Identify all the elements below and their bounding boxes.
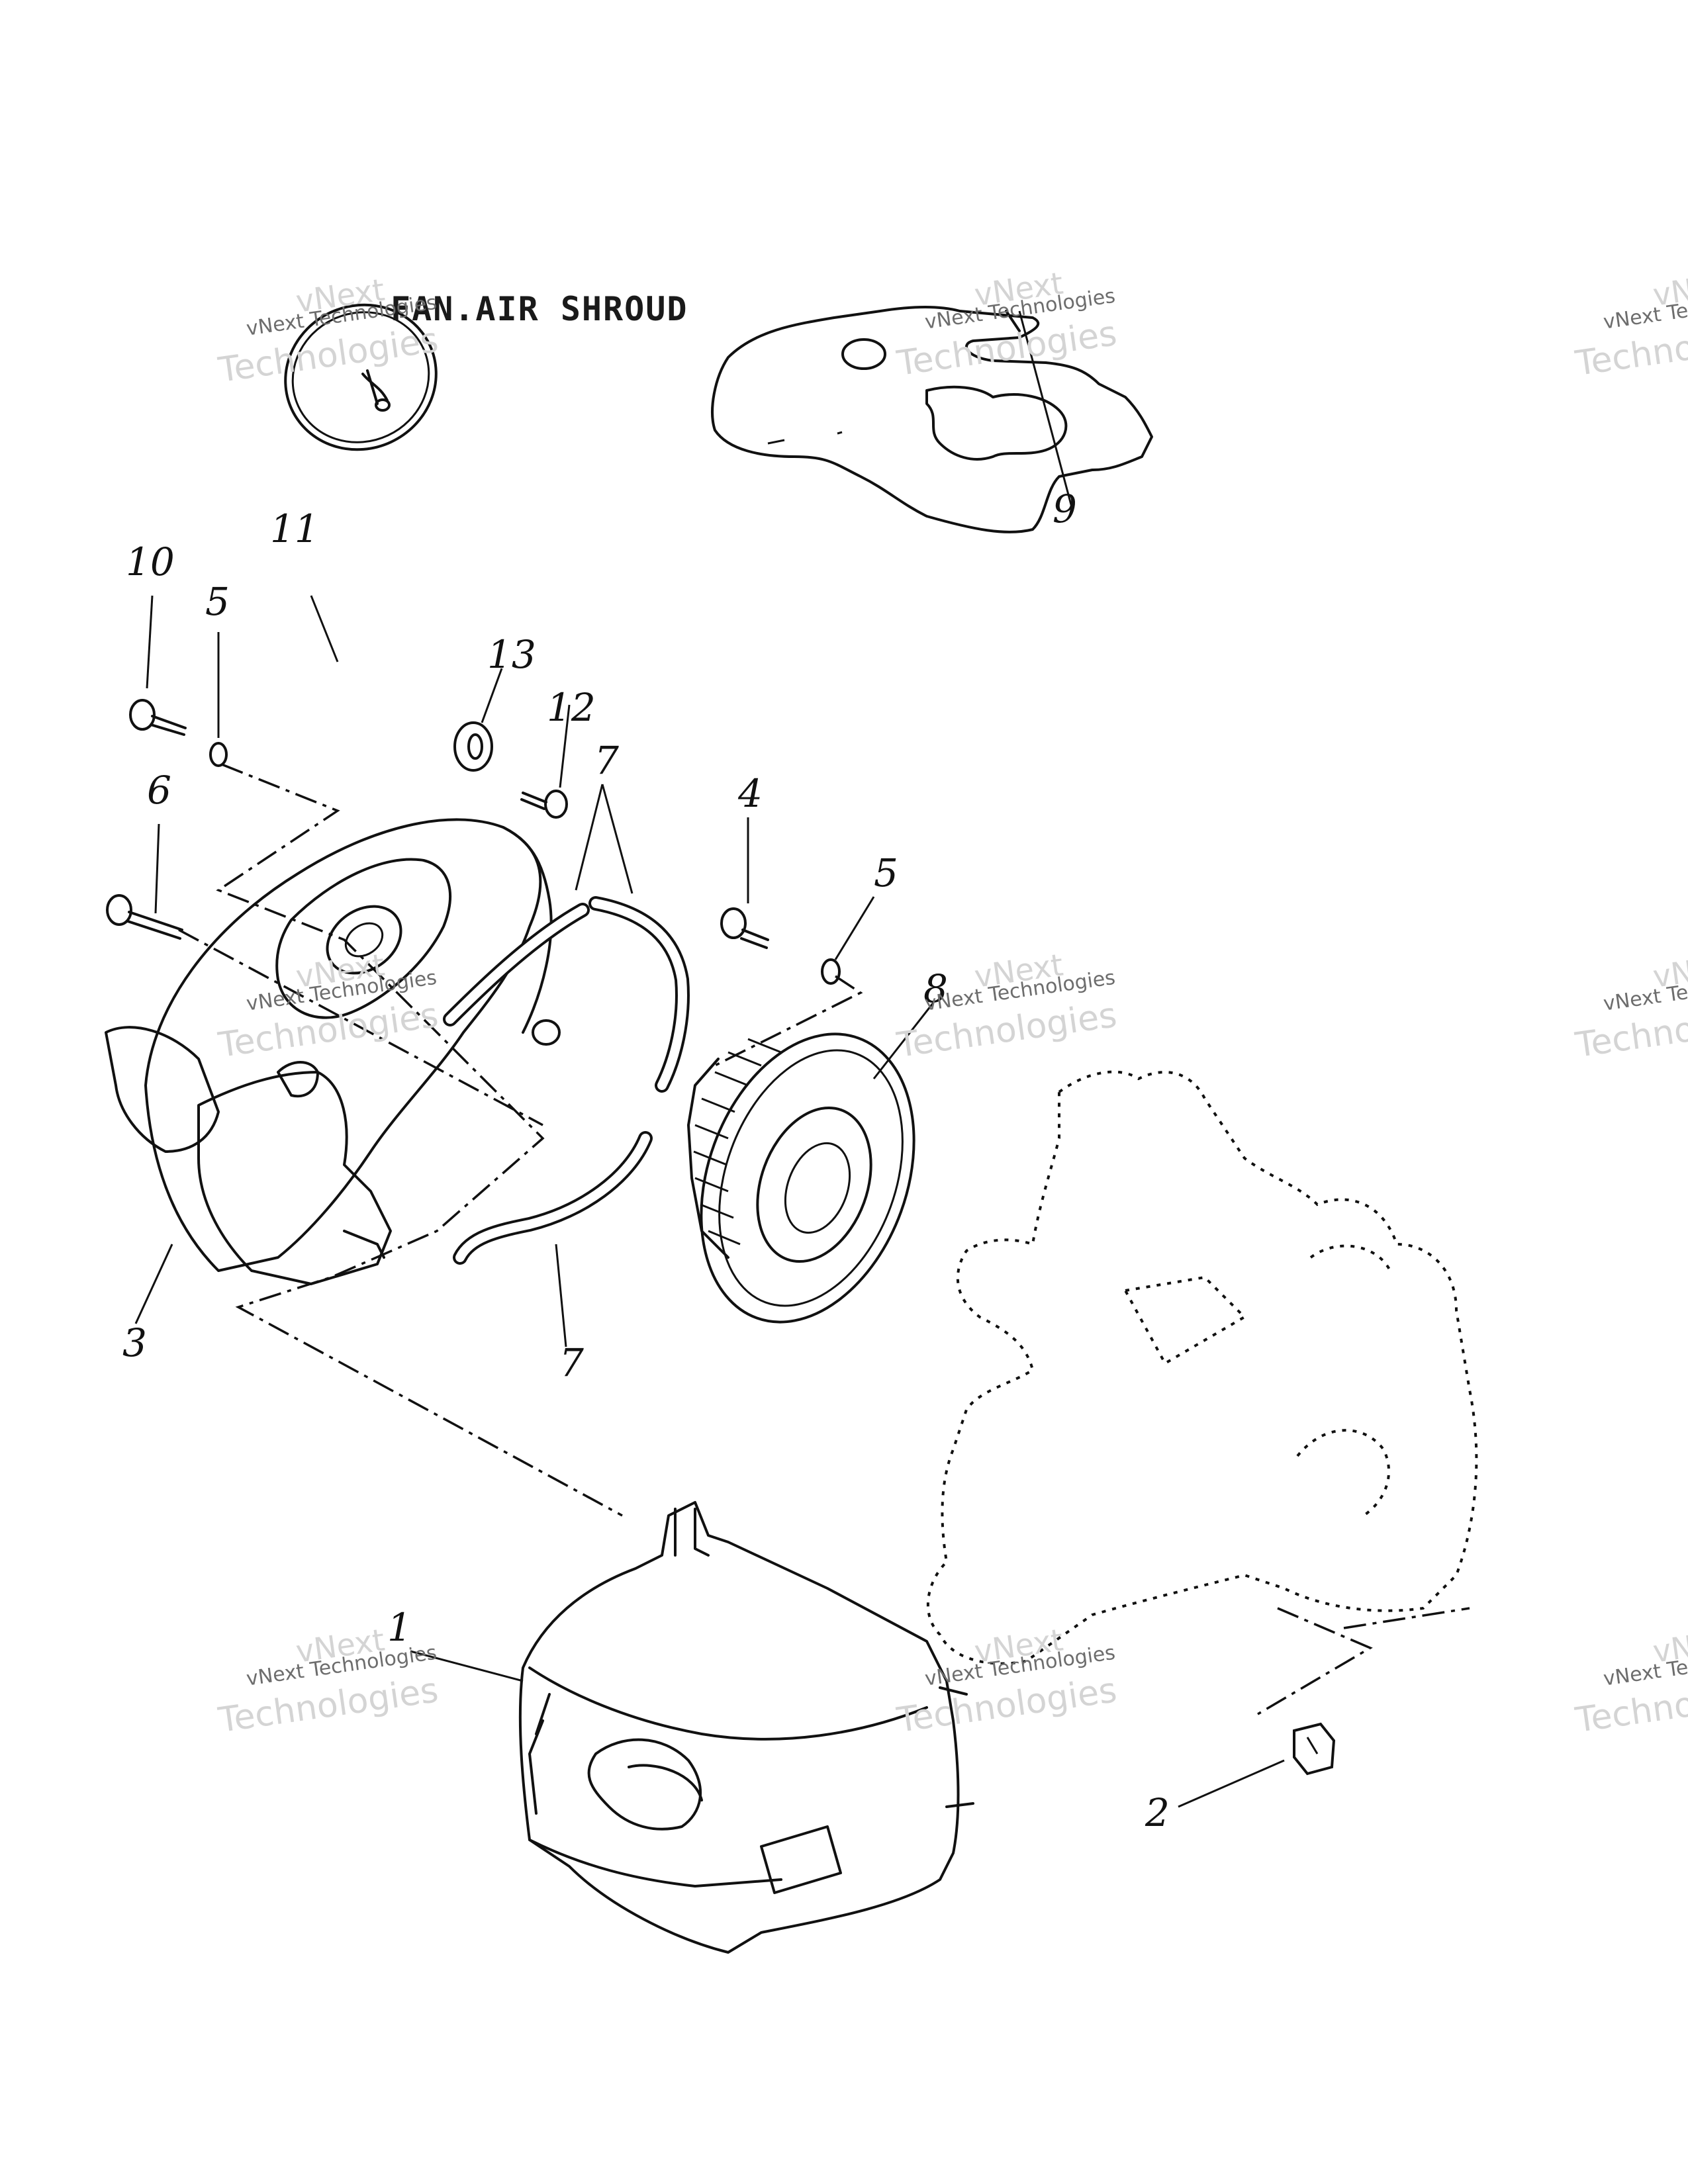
callout-3-leader	[134, 1244, 173, 1324]
callout-8-leader	[872, 1002, 935, 1079]
part-1-air-shroud	[518, 1501, 974, 1954]
callout-3: 3	[122, 1320, 147, 1365]
part-12-screw	[520, 790, 568, 819]
part-6-bolt	[106, 894, 183, 940]
callout-7b-leader	[555, 1244, 567, 1347]
callout-2: 2	[1145, 1790, 1170, 1835]
engine-block-outline	[926, 1070, 1478, 1665]
part-10-bolt	[129, 699, 187, 736]
callout-10: 10	[126, 539, 175, 584]
callout-11: 11	[270, 506, 319, 551]
callout-7a-leader-2	[601, 784, 633, 894]
callout-12: 12	[547, 685, 596, 730]
callout-5b: 5	[874, 850, 898, 895]
callout-7b: 7	[559, 1340, 584, 1385]
callout-7a-leader-1	[575, 784, 604, 891]
callout-1: 1	[387, 1605, 412, 1650]
callout-9: 9	[1053, 486, 1077, 531]
callout-9-leader	[1018, 310, 1074, 510]
callout-12-leader	[559, 704, 571, 788]
callout-8: 8	[923, 966, 948, 1011]
callout-13: 13	[487, 632, 536, 677]
part-2-clip	[1293, 1722, 1336, 1776]
part-3-fan-housing	[105, 818, 561, 1285]
part-5-washer-left	[209, 742, 228, 767]
part-9-gasket-plate	[711, 306, 1153, 533]
callout-7a: 7	[594, 738, 619, 783]
callout-1-leader	[410, 1650, 524, 1682]
callout-13-leader	[481, 668, 503, 723]
callout-10-leader	[146, 595, 154, 689]
callout-6: 6	[147, 768, 171, 813]
callout-2-leader	[1178, 1759, 1285, 1808]
part-4-bolt	[720, 907, 769, 949]
part-5-washer-right	[821, 958, 841, 985]
assembly-centerlines	[178, 763, 1470, 1715]
callout-6-leader	[154, 823, 160, 914]
callout-11-leader	[310, 595, 339, 662]
diagram-title: FAN.AIR SHROUD	[391, 290, 688, 328]
part-13-washer	[453, 721, 493, 772]
callout-4: 4	[738, 771, 763, 816]
callout-5a: 5	[205, 579, 230, 624]
part-7-tubes	[443, 896, 690, 1265]
part-8-flywheel-fan	[687, 1032, 915, 1324]
part-11-cover-disc	[284, 303, 438, 451]
callout-5b-leader	[834, 896, 875, 960]
